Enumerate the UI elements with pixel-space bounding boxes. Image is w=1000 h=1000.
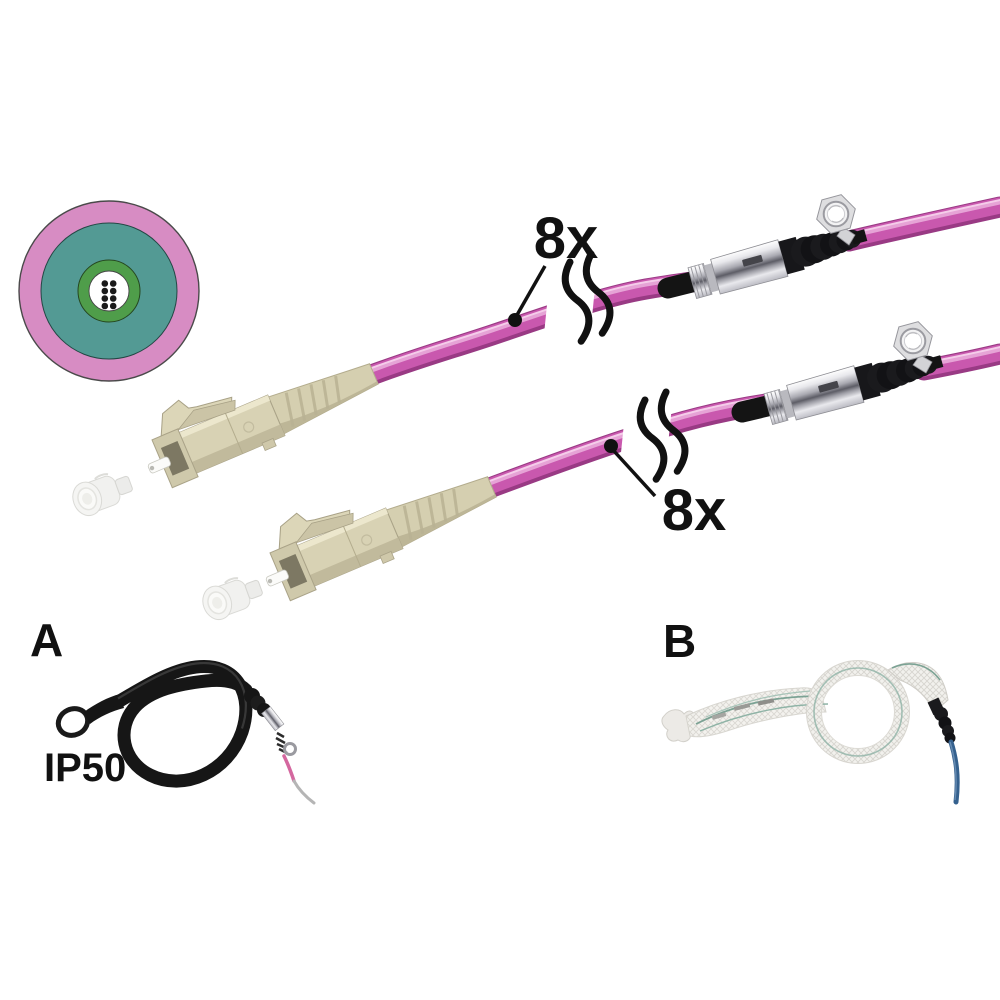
spring — [275, 731, 288, 755]
metal-ring — [283, 742, 297, 756]
pull-eye-mount-top — [836, 226, 856, 246]
pink-fiber-wire — [282, 754, 296, 783]
lc-connector-bottom — [245, 437, 505, 610]
count-annotation-bottom: 8x — [604, 439, 726, 543]
break-symbol-bottom — [625, 382, 690, 494]
dust-cap-top — [67, 465, 138, 521]
dust-cap-bottom — [197, 569, 268, 625]
variant-a-cable-end — [244, 688, 316, 805]
core-area — [88, 270, 130, 312]
count-label-bottom: 8x — [662, 478, 727, 543]
pull-eye-mount-bottom — [912, 354, 933, 374]
variant-b-label: B — [663, 615, 696, 667]
pull-loop-wire — [55, 706, 91, 738]
cable-assembly-bottom: 8x — [197, 320, 1000, 625]
variant-a-section: A IP50 — [30, 614, 316, 805]
blue-cable — [948, 739, 960, 805]
cable-cross-section-diagram — [18, 200, 200, 382]
variant-a-label: A — [30, 614, 63, 666]
count-annotation-top: 8x — [508, 206, 598, 327]
variant-a-cable-coil — [111, 660, 253, 788]
cable-assembly-top: 8x — [67, 193, 1000, 521]
count-label-top: 8x — [534, 206, 599, 271]
bare-fiber-wire — [292, 779, 316, 805]
mesh-pulling-sock — [661, 660, 949, 764]
pull-eye-top — [815, 193, 857, 235]
pull-eye-bottom — [892, 320, 934, 362]
ip-rating-label: IP50 — [44, 746, 126, 790]
mesh-wrapped-end — [887, 662, 949, 713]
fiber-dots — [101, 280, 117, 310]
variant-b-adapter — [927, 697, 956, 744]
variant-b-section: B — [661, 615, 960, 805]
